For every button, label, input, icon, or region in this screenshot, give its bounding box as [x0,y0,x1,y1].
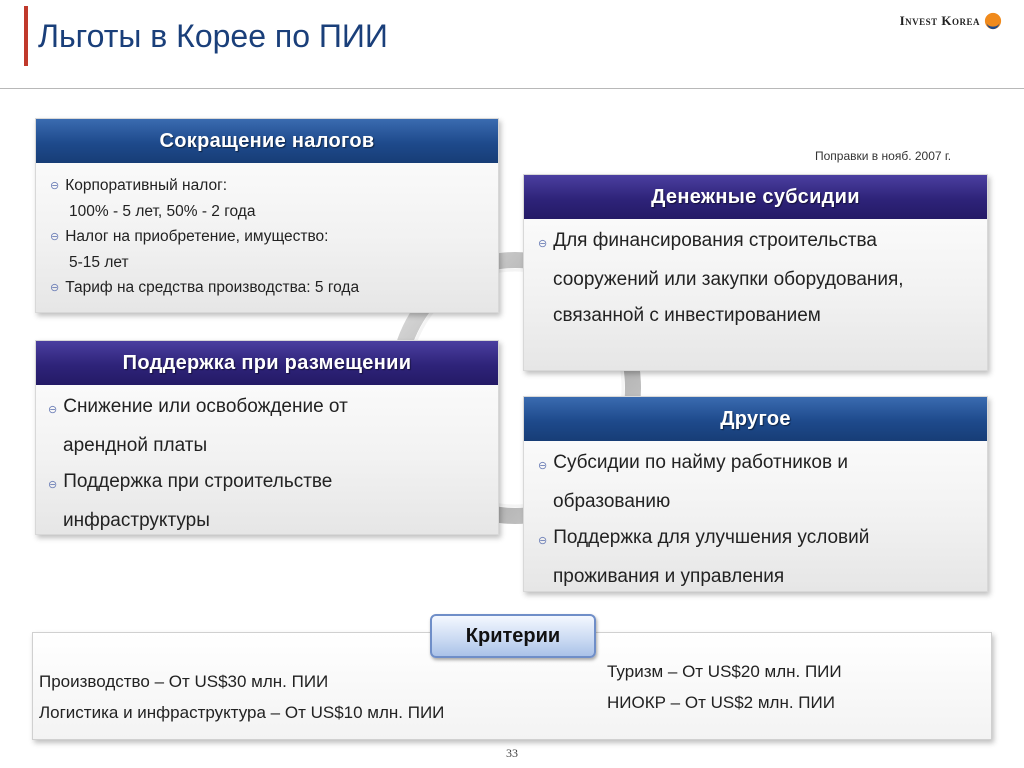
bullet-item: ⊖ Снижение или освобождение от [48,389,486,428]
bullet-text: Корпоративный налог: [65,177,228,194]
location-support-list: ⊖ Снижение или освобождение от арендной пл… [36,385,498,539]
header-divider [0,88,1024,89]
bullet-icon: ⊖ [50,180,60,192]
tax-reduction-box: Сокращение налогов ⊖ Корпоративный налог:… [35,118,499,313]
other-box: Другое ⊖ Субсидии по найму работников и об… [523,396,988,592]
bullet-item: ⊖ Корпоративный налог: [50,173,486,199]
cash-subsidies-title: Денежные субсидии [524,175,987,219]
bullet-text: Поддержка для улучшения условий [553,527,870,548]
tax-reduction-list: ⊖ Корпоративный налог: 100% - 5 лет, 50% -… [36,163,498,301]
criteria-label-button: Критерии [430,614,596,658]
bullet-text: образованию [553,491,671,512]
bullet-text: инфраструктуры [63,510,210,531]
criteria-rnd: НИОКР – От US$2 млн. ПИИ [607,693,835,712]
bullet-continuation: связанной с инвестированием [538,298,975,334]
logo-mark-icon [984,12,1002,30]
bullet-item: ⊖ Поддержка при строительстве [48,464,486,503]
bullet-item: ⊖ Тариф на средства производства: 5 года [50,275,486,301]
bullet-text: Субсидии по найму работников и [553,452,848,473]
bullet-text: сооружений или закупки оборудования, [553,269,904,290]
bullet-continuation: образованию [538,484,975,520]
bullet-icon: ⊖ [50,231,60,243]
bullet-item: ⊖ Поддержка для улучшения условий [538,520,975,559]
bullet-continuation: 100% - 5 лет, 50% - 2 года [50,199,486,224]
bullet-icon: ⊖ [50,282,60,294]
bullet-text: 100% - 5 лет, 50% - 2 года [69,203,256,220]
bullet-icon: ⊖ [538,460,548,472]
title-accent-bar [24,6,28,66]
bullet-continuation: проживания и управления [538,559,975,595]
bullet-item: ⊖ Для финансирования строительства [538,223,975,262]
bullet-text: связанной с инвестированием [553,305,821,326]
cash-subsidies-box: Денежные субсидии ⊖ Для финансирования ст… [523,174,988,371]
bullet-text: Для финансирования строительства [553,230,877,251]
bullet-continuation: арендной платы [48,428,486,464]
bullet-continuation: сооружений или закупки оборудования, [538,262,975,298]
invest-korea-logo: Invest Korea [900,12,1002,30]
amendment-note: Поправки в нояб. 2007 г. [815,149,952,163]
bullet-text: Тариф на средства производства: 5 года [65,279,360,296]
other-list: ⊖ Субсидии по найму работников и образован… [524,441,987,595]
bullet-text: Налог на приобретение, имущество: [65,228,329,245]
bullet-icon: ⊖ [538,238,548,250]
cash-subsidies-list: ⊖ Для финансирования строительства сооруже… [524,219,987,334]
page-title: Льготы в Корее по ПИИ [38,18,388,54]
bullet-text: арендной платы [63,435,208,456]
logo-text: Invest Korea [899,13,980,28]
page-number: 33 [506,746,518,760]
location-support-box: Поддержка при размещении ⊖ Снижение или о… [35,340,499,535]
bullet-icon: ⊖ [538,535,548,547]
criteria-tourism: Туризм – От US$20 млн. ПИИ [607,662,842,681]
other-title: Другое [524,397,987,441]
tax-reduction-title: Сокращение налогов [36,119,498,163]
bullet-text: Поддержка при строительстве [63,471,333,492]
bullet-continuation: инфраструктуры [48,503,486,539]
criteria-manufacturing: Производство – От US$30 млн. ПИИ [39,672,329,691]
location-support-title: Поддержка при размещении [36,341,498,385]
bullet-icon: ⊖ [48,479,58,491]
bullet-text: Снижение или освобождение от [63,396,348,417]
bullet-continuation: 5-15 лет [50,250,486,275]
bullet-text: проживания и управления [553,566,785,587]
criteria-logistics: Логистика и инфраструктура – От US$10 мл… [39,703,445,722]
bullet-item: ⊖ Налог на приобретение, имущество: [50,224,486,250]
bullet-icon: ⊖ [48,404,58,416]
bullet-item: ⊖ Субсидии по найму работников и [538,445,975,484]
bullet-text: 5-15 лет [69,254,129,271]
